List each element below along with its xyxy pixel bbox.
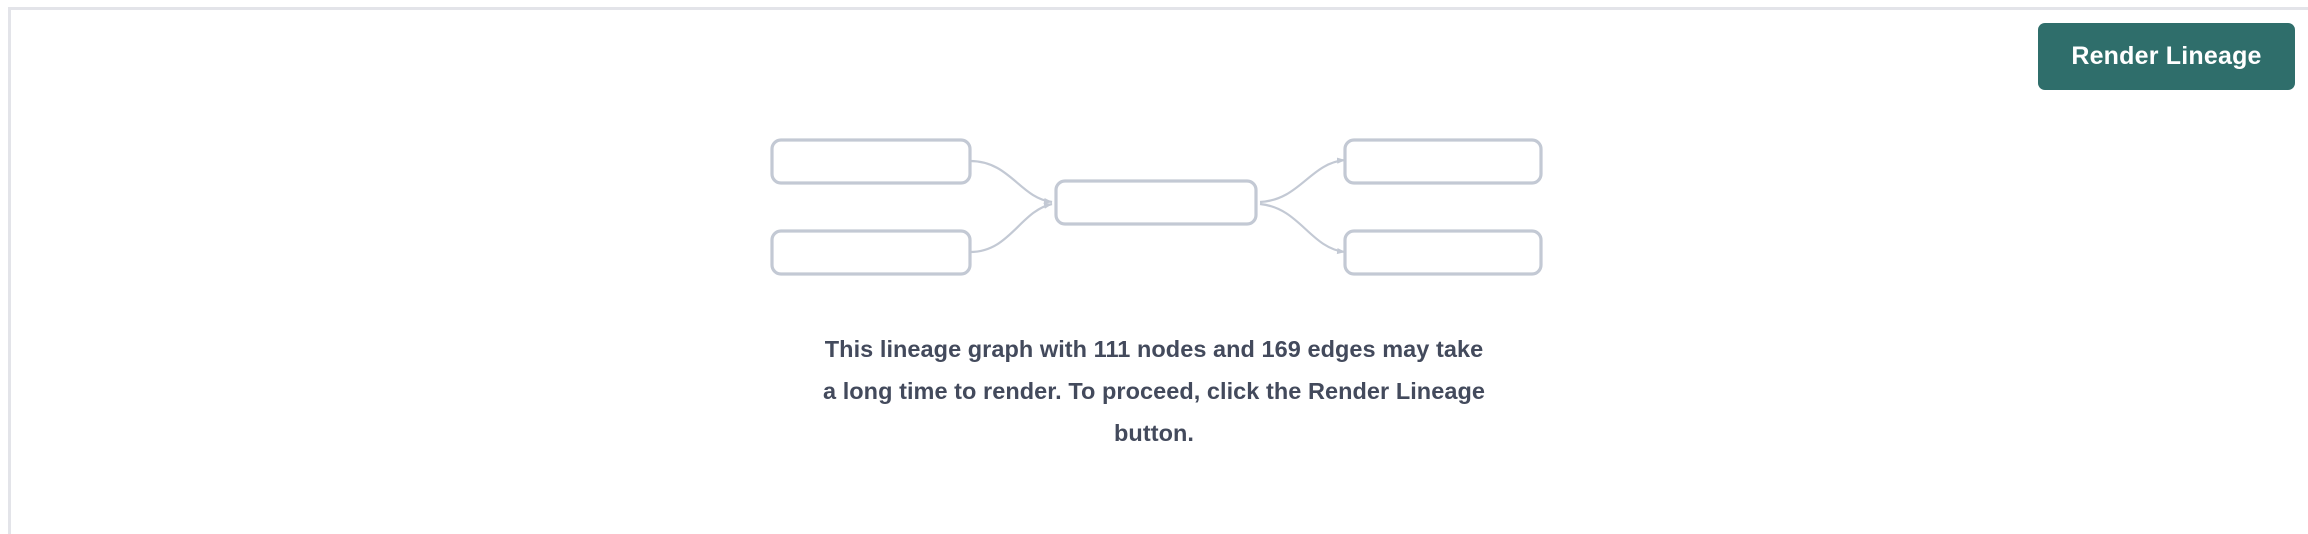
lineage-node-downstream-2[interactable] <box>1343 229 1543 276</box>
lineage-warning-line-3: button. <box>1114 420 1194 446</box>
lineage-placeholder-graph <box>700 118 1600 293</box>
lineage-node-upstream-2[interactable] <box>770 229 972 276</box>
panel-left-divider <box>8 7 11 534</box>
lineage-edge-downstream-2 <box>1259 202 1346 255</box>
lineage-node-focus[interactable] <box>1054 179 1258 226</box>
lineage-edge-downstream-1 <box>1259 157 1346 204</box>
lineage-node-downstream-1[interactable] <box>1343 138 1543 185</box>
render-lineage-button[interactable]: Render Lineage <box>2038 23 2295 90</box>
lineage-edge-upstream-1 <box>969 159 1053 205</box>
lineage-warning-line-1: This lineage graph with 111 nodes and 16… <box>824 336 1484 362</box>
panel-top-divider <box>10 7 2308 10</box>
lineage-edge-upstream-2 <box>969 202 1053 254</box>
lineage-warning-line-2: a long time to render. To proceed, click… <box>823 378 1485 404</box>
lineage-node-upstream-1[interactable] <box>770 138 972 185</box>
lineage-warning-message: This lineage graph with 111 nodes and 16… <box>754 328 1554 454</box>
